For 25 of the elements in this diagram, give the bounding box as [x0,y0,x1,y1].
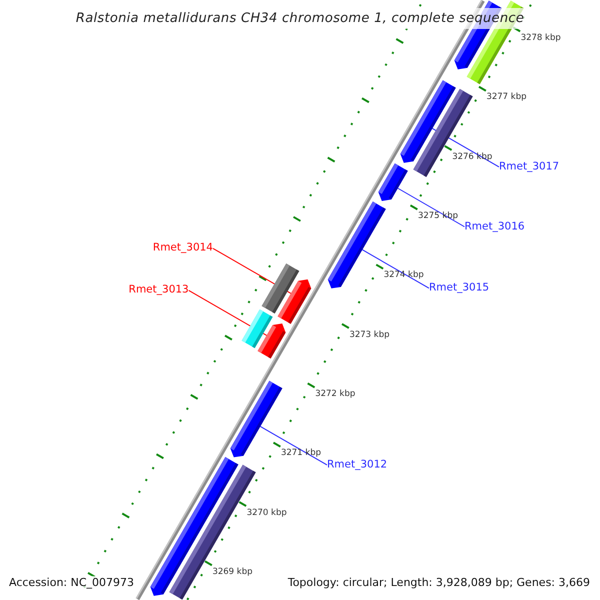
gene-label: Rmet_3015 [429,282,490,295]
scale-label: 3278 kbp [520,33,561,44]
leader-line [260,426,328,466]
gene-feature [413,88,473,177]
leader-line [397,188,465,228]
gene-label: Rmet_3012 [327,458,388,472]
gene-feature [230,380,282,458]
gene-label: Rmet_3013 [128,284,189,297]
gene-label: Rmet_3017 [499,160,560,174]
map-info-text: Accession: NC_007973 [8,576,136,590]
leader-line [362,249,430,289]
scale-label: 3271 kbp [280,448,321,460]
gene-feature [278,279,312,324]
scale-label: 3272 kbp [315,389,356,400]
scale-label: 3270 kbp [246,508,287,519]
gene-feature [378,163,408,201]
scale-label: 3269 kbp [212,567,252,578]
gene-label: Rmet_3014 [152,242,213,255]
scale-label: 3277 kbp [486,92,526,104]
scale-label: 3274 kbp [384,270,424,282]
gene-feature [328,202,386,288]
gene-feature [258,324,286,358]
scale-label: 3273 kbp [349,330,390,341]
gene-label: Rmet_3016 [464,220,525,234]
map-info-text: Topology: circular; Length: 3,928,089 bp; Genes: 3,669 [286,576,591,590]
